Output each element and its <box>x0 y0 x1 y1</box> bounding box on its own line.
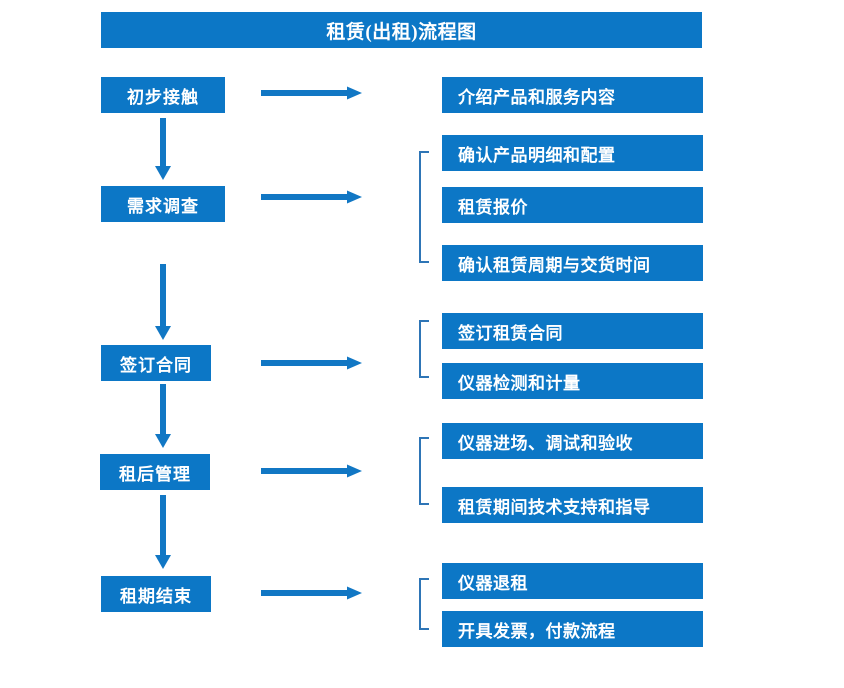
detail-box-7[interactable]: 仪器进场、调试和验收 <box>442 423 703 459</box>
detail-box-5[interactable]: 签订租赁合同 <box>442 313 703 349</box>
stage-box-1[interactable]: 初步接触 <box>101 77 225 113</box>
stage-box-3[interactable]: 签订合同 <box>101 345 211 381</box>
group-bracket-1 <box>419 151 429 263</box>
detail-box-3[interactable]: 租赁报价 <box>442 187 703 223</box>
detail-box-8[interactable]: 租赁期间技术支持和指导 <box>442 487 703 523</box>
detail-box-2[interactable]: 确认产品明细和配置 <box>442 135 703 171</box>
detail-box-1[interactable]: 介绍产品和服务内容 <box>442 77 703 113</box>
horizontal-arrow-1 <box>261 86 362 100</box>
detail-box-10[interactable]: 开具发票，付款流程 <box>442 611 703 647</box>
stage-box-2[interactable]: 需求调查 <box>101 186 225 222</box>
stage-box-5[interactable]: 租期结束 <box>101 576 211 612</box>
horizontal-arrow-4 <box>261 464 362 478</box>
group-bracket-2 <box>419 320 429 378</box>
horizontal-arrow-5 <box>261 586 362 600</box>
detail-box-6[interactable]: 仪器检测和计量 <box>442 363 703 399</box>
horizontal-arrow-3 <box>261 356 362 370</box>
vertical-arrow-2 <box>155 264 171 340</box>
horizontal-arrow-2 <box>261 190 362 204</box>
group-bracket-3 <box>419 437 429 505</box>
vertical-arrow-3 <box>155 384 171 448</box>
vertical-arrow-4 <box>155 495 171 569</box>
detail-box-9[interactable]: 仪器退租 <box>442 563 703 599</box>
detail-box-4[interactable]: 确认租赁周期与交货时间 <box>442 245 703 281</box>
stage-box-4[interactable]: 租后管理 <box>100 454 210 490</box>
group-bracket-4 <box>419 578 429 630</box>
vertical-arrow-1 <box>155 118 171 180</box>
page-title: 租赁(出租)流程图 <box>101 12 702 48</box>
